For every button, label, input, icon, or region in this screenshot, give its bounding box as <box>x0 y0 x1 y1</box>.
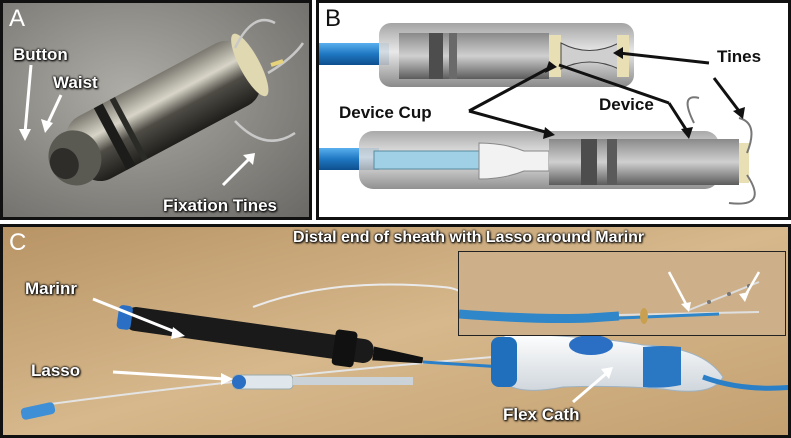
inset-photo <box>459 252 785 335</box>
label-waist: Waist <box>53 73 98 92</box>
leadless-pacemaker-photo <box>3 3 309 217</box>
panel-c: C <box>0 224 791 438</box>
device-cup-diagram <box>319 23 756 205</box>
panel-b-label: B <box>325 5 342 32</box>
label-device-cup: Device Cup <box>339 103 432 122</box>
label-inset-caption: Distal end of sheath with Lasso around M… <box>293 229 645 246</box>
label-fixation-tines: Fixation Tines <box>163 196 277 215</box>
label-lasso: Lasso <box>31 361 81 380</box>
panel-c-label: C <box>9 229 27 256</box>
label-device: Device <box>599 95 654 114</box>
label-flex-cath: Flex Cath <box>503 405 580 424</box>
label-button: Button <box>13 45 68 64</box>
label-tines: Tines <box>717 47 762 66</box>
inset-distal-sheath <box>458 251 786 336</box>
panel-a: A <box>0 0 312 220</box>
panel-b: B <box>316 0 791 220</box>
label-marinr: Marinr <box>25 279 77 298</box>
panel-a-label: A <box>9 5 26 32</box>
